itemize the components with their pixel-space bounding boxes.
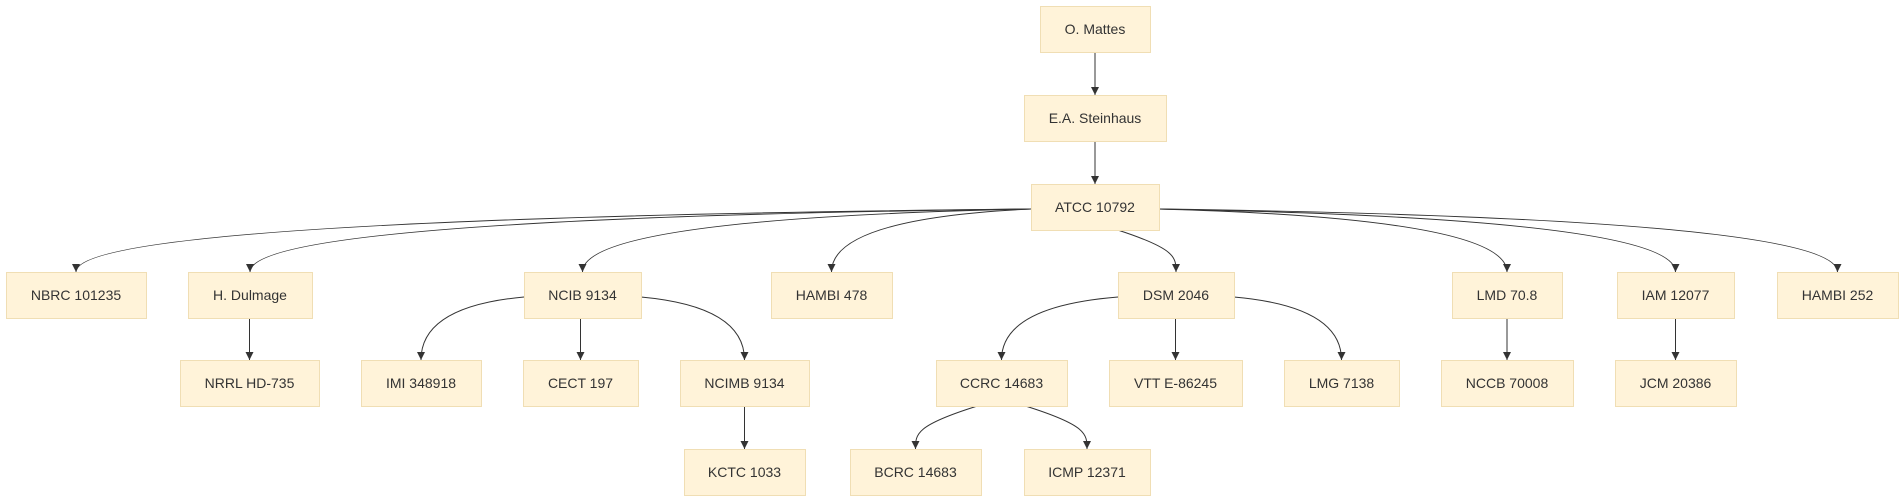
node-label: HAMBI 252 [1802, 287, 1874, 303]
node-box [1777, 272, 1899, 319]
node-icmp: ICMP 12371 [1024, 449, 1151, 496]
node-label: H. Dulmage [213, 287, 287, 303]
edge-atcc-to-dsm [1117, 229, 1180, 273]
node-bcrc: BCRC 14683 [850, 449, 982, 496]
node-box [361, 360, 482, 407]
edge-atcc-to-dulmage [246, 208, 1032, 273]
node-box [188, 272, 313, 319]
node-box [1040, 6, 1151, 53]
node-label: VTT E-86245 [1134, 375, 1217, 391]
node-label: E.A. Steinhaus [1049, 110, 1142, 126]
node-mattes: O. Mattes [1040, 6, 1151, 53]
node-box [1024, 95, 1167, 142]
edge-atcc-to-ncib [578, 208, 1032, 273]
edge-atcc-to-lmd [1158, 208, 1511, 273]
node-kctc: KCTC 1033 [684, 449, 806, 496]
node-ncib: NCIB 9134 [524, 272, 642, 319]
node-label: IMI 348918 [386, 375, 456, 391]
node-dulmage: H. Dulmage [188, 272, 313, 319]
edge-ccrc-to-icmp [1025, 405, 1091, 450]
node-box [936, 360, 1068, 407]
edge-dsm-to-lmg [1233, 296, 1346, 361]
node-label: LMD 70.8 [1477, 287, 1538, 303]
node-nrrl: NRRL HD-735 [180, 360, 320, 407]
node-box [6, 272, 147, 319]
edge-ccrc-to-bcrc [911, 405, 978, 450]
node-label: NBRC 101235 [31, 287, 121, 303]
node-box [850, 449, 982, 496]
node-vtt: VTT E-86245 [1109, 360, 1243, 407]
node-box [1615, 360, 1737, 407]
node-atcc: ATCC 10792 [1031, 184, 1160, 231]
node-cect: CECT 197 [523, 360, 639, 407]
node-ccrc: CCRC 14683 [936, 360, 1068, 407]
node-label: LMG 7138 [1309, 375, 1375, 391]
edge-atcc-to-hambi252 [1158, 208, 1842, 273]
node-box [1452, 272, 1563, 319]
node-label: HAMBI 478 [796, 287, 868, 303]
edge-atcc-to-hambi478 [827, 208, 1032, 273]
node-box [1441, 360, 1574, 407]
node-box [1617, 272, 1735, 319]
node-lmd: LMD 70.8 [1452, 272, 1563, 319]
node-label: NCIMB 9134 [704, 375, 784, 391]
node-imi: IMI 348918 [361, 360, 482, 407]
node-iam: IAM 12077 [1617, 272, 1735, 319]
node-ncimb: NCIMB 9134 [680, 360, 810, 407]
node-label: BCRC 14683 [874, 464, 957, 480]
node-box [180, 360, 320, 407]
node-label: KCTC 1033 [708, 464, 781, 480]
node-dsm: DSM 2046 [1118, 272, 1235, 319]
node-label: NRRL HD-735 [205, 375, 295, 391]
node-box [1024, 449, 1151, 496]
node-box [1118, 272, 1235, 319]
node-box [523, 360, 639, 407]
node-steinhaus: E.A. Steinhaus [1024, 95, 1167, 142]
node-nbrc: NBRC 101235 [6, 272, 147, 319]
node-lmg: LMG 7138 [1284, 360, 1400, 407]
node-nccb: NCCB 70008 [1441, 360, 1574, 407]
node-label: IAM 12077 [1642, 287, 1710, 303]
node-box [1109, 360, 1243, 407]
node-box [684, 449, 806, 496]
edges-layer [72, 52, 1842, 450]
node-label: JCM 20386 [1640, 375, 1712, 391]
edge-atcc-to-iam [1158, 208, 1680, 273]
node-box [524, 272, 642, 319]
node-label: CECT 197 [548, 375, 613, 391]
node-label: ICMP 12371 [1048, 464, 1126, 480]
node-jcm: JCM 20386 [1615, 360, 1737, 407]
node-label: NCCB 70008 [1466, 375, 1549, 391]
edge-atcc-to-nbrc [72, 208, 1032, 273]
node-box [680, 360, 810, 407]
node-hambi478: HAMBI 478 [771, 272, 893, 319]
edge-dsm-to-ccrc [997, 296, 1119, 361]
node-label: CCRC 14683 [960, 375, 1043, 391]
edge-ncib-to-ncimb [640, 296, 749, 361]
edge-ncib-to-imi [417, 296, 525, 361]
node-box [1284, 360, 1400, 407]
node-label: NCIB 9134 [548, 287, 617, 303]
node-hambi252: HAMBI 252 [1777, 272, 1899, 319]
node-label: O. Mattes [1065, 21, 1126, 37]
node-label: ATCC 10792 [1055, 199, 1135, 215]
node-label: DSM 2046 [1143, 287, 1209, 303]
node-box [1031, 184, 1160, 231]
node-box [771, 272, 893, 319]
